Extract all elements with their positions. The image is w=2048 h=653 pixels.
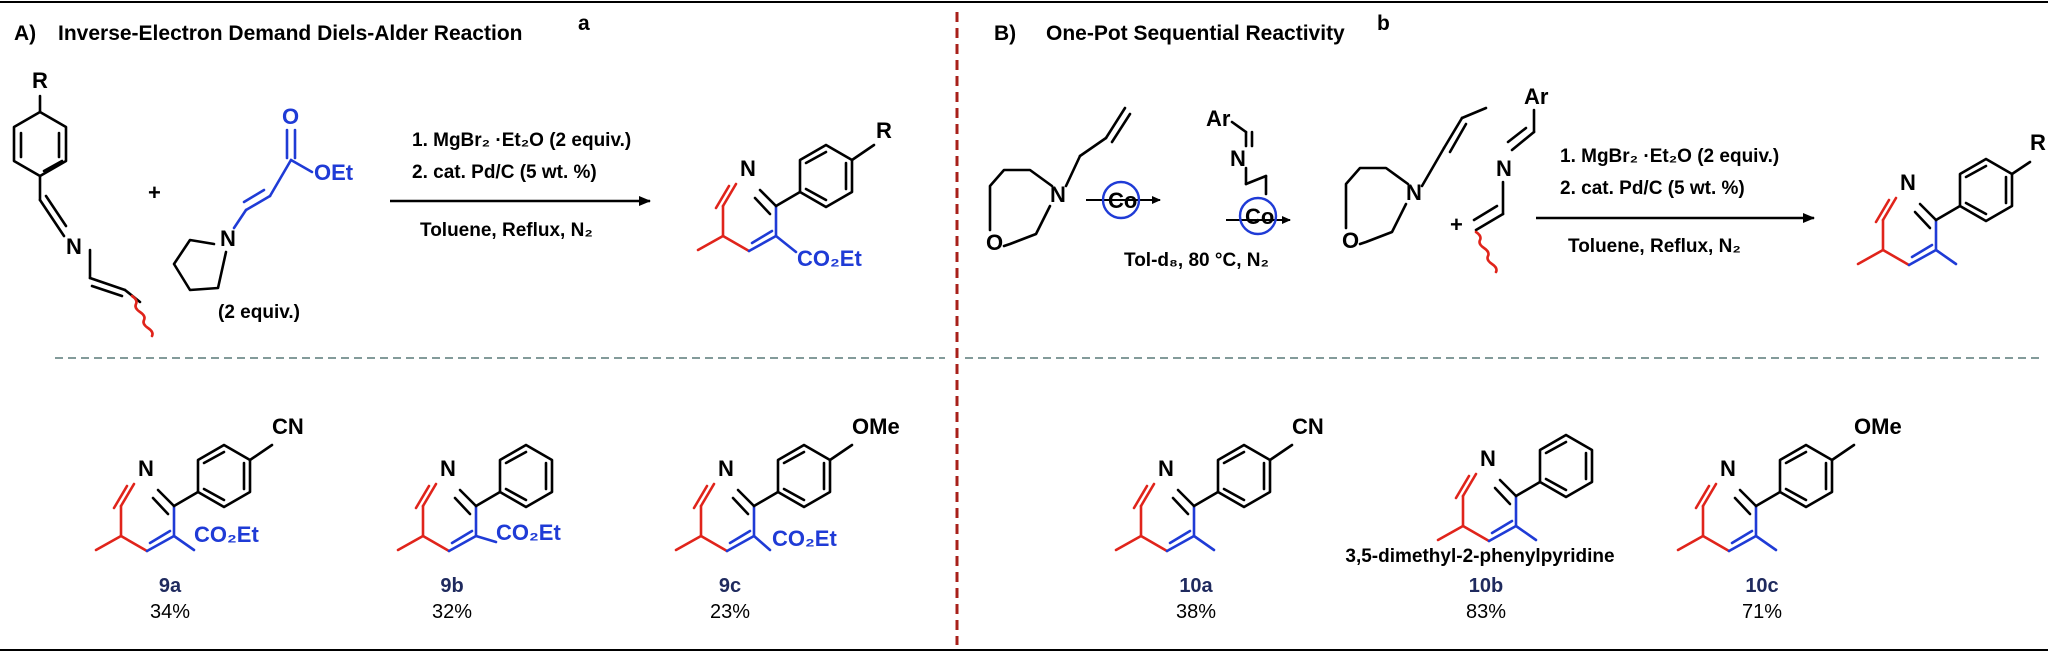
- svg-text:CN: CN: [272, 414, 304, 439]
- panel-b-condition-3: Toluene, Reflux, N₂: [1568, 236, 1741, 257]
- propenyl-morpholine: N O: [1342, 106, 1488, 253]
- svg-text:N: N: [138, 456, 154, 481]
- cobalt-catalyst-2: Co: [1238, 196, 1278, 236]
- svg-text:O: O: [1342, 228, 1359, 253]
- panel-a-label: A): [14, 22, 36, 45]
- panel-b-title: One-Pot Sequential Reactivity: [1046, 22, 1345, 45]
- allyl-morpholine: N O: [986, 106, 1132, 255]
- compound-10b: N: [1436, 433, 1594, 543]
- svg-text:CO₂Et: CO₂Et: [496, 520, 561, 545]
- svg-text:R: R: [32, 68, 48, 93]
- cobalt-catalyst-1: Co: [1101, 180, 1141, 220]
- panel-b-product: N R: [1856, 130, 2046, 267]
- svg-text:N: N: [740, 156, 756, 181]
- svg-text:N: N: [66, 234, 82, 259]
- svg-text:CO₂Et: CO₂Et: [797, 246, 862, 271]
- compound-9c: N CO₂Et OMe: [674, 414, 900, 553]
- svg-text:O: O: [282, 104, 299, 129]
- imine-ligand-small: Ar N: [1206, 106, 1268, 196]
- svg-text:N: N: [1480, 446, 1496, 471]
- svg-text:Ar: Ar: [1206, 106, 1231, 131]
- panel-a-condition-3: Toluene, Reflux, N₂: [420, 220, 593, 241]
- azadiene-imine: Ar N: [1472, 84, 1549, 274]
- svg-text:OMe: OMe: [852, 414, 900, 439]
- svg-text:N: N: [1230, 146, 1246, 171]
- panel-b-condition-2: 2. cat. Pd/C (5 wt. %): [1560, 178, 1745, 199]
- compound-9a: N CO₂Et CN: [94, 414, 304, 553]
- panel-b-plus-sign: +: [1450, 212, 1463, 237]
- compound-9b-label: 9b: [440, 575, 463, 597]
- compound-9a-yield: 34%: [150, 601, 190, 623]
- compound-10a-label: 10a: [1179, 575, 1213, 597]
- svg-text:OEt: OEt: [314, 160, 354, 185]
- compound-9b-yield: 32%: [432, 601, 472, 623]
- svg-text:N: N: [1720, 456, 1736, 481]
- compound-10c: N OMe: [1676, 414, 1902, 553]
- plus-sign: +: [148, 180, 161, 205]
- svg-text:N: N: [1158, 456, 1174, 481]
- svg-text:N: N: [718, 456, 734, 481]
- compound-10a: N CN: [1114, 414, 1324, 553]
- panel-b-label: B): [994, 22, 1016, 45]
- panel-a-title: Inverse-Electron Demand Diels-Alder Reac…: [58, 22, 522, 45]
- svg-text:Co: Co: [1108, 188, 1137, 213]
- compound-9b: N CO₂Et: [396, 443, 561, 553]
- panel-a-condition-1: 1. MgBr₂ ·Et₂O (2 equiv.): [412, 130, 631, 151]
- panel-b-footnote: b: [1377, 12, 1390, 35]
- panel-a-footnote: a: [578, 12, 590, 35]
- compound-9c-label: 9c: [719, 575, 741, 597]
- svg-text:O: O: [986, 230, 1003, 255]
- svg-text:N: N: [1050, 182, 1066, 207]
- compound-10b-name: 3,5-dimethyl-2-phenylpyridine: [1345, 546, 1614, 567]
- compound-10b-label: 10b: [1469, 575, 1503, 597]
- svg-text:N: N: [1496, 156, 1512, 181]
- svg-text:R: R: [876, 118, 892, 143]
- enamine-ester-reactant: O OEt N: [172, 104, 354, 292]
- svg-text:N: N: [1900, 170, 1916, 195]
- svg-text:CO₂Et: CO₂Et: [194, 522, 259, 547]
- compound-10c-yield: 71%: [1742, 601, 1782, 623]
- isomerization-condition: Tol-d₈, 80 °C, N₂: [1124, 250, 1269, 271]
- svg-text:N: N: [1406, 180, 1422, 205]
- compound-10a-yield: 38%: [1176, 601, 1216, 623]
- svg-text:R: R: [2030, 130, 2046, 155]
- compound-9a-label: 9a: [159, 575, 182, 597]
- azadiene-reactant: R N: [12, 68, 154, 338]
- panel-a-product: N CO₂Et R: [696, 118, 892, 271]
- panel-a-condition-2: 2. cat. Pd/C (5 wt. %): [412, 162, 597, 183]
- svg-text:CO₂Et: CO₂Et: [772, 526, 837, 551]
- svg-text:Co: Co: [1245, 204, 1274, 229]
- svg-text:N: N: [440, 456, 456, 481]
- compound-10b-yield: 83%: [1466, 601, 1506, 623]
- svg-text:Ar: Ar: [1524, 84, 1549, 109]
- svg-text:OMe: OMe: [1854, 414, 1902, 439]
- compound-10c-label: 10c: [1745, 575, 1778, 597]
- compound-9c-yield: 23%: [710, 601, 750, 623]
- svg-text:CN: CN: [1292, 414, 1324, 439]
- enamine-equiv: (2 equiv.): [218, 302, 300, 323]
- panel-b-condition-1: 1. MgBr₂ ·Et₂O (2 equiv.): [1560, 146, 1779, 167]
- svg-text:N: N: [220, 226, 236, 251]
